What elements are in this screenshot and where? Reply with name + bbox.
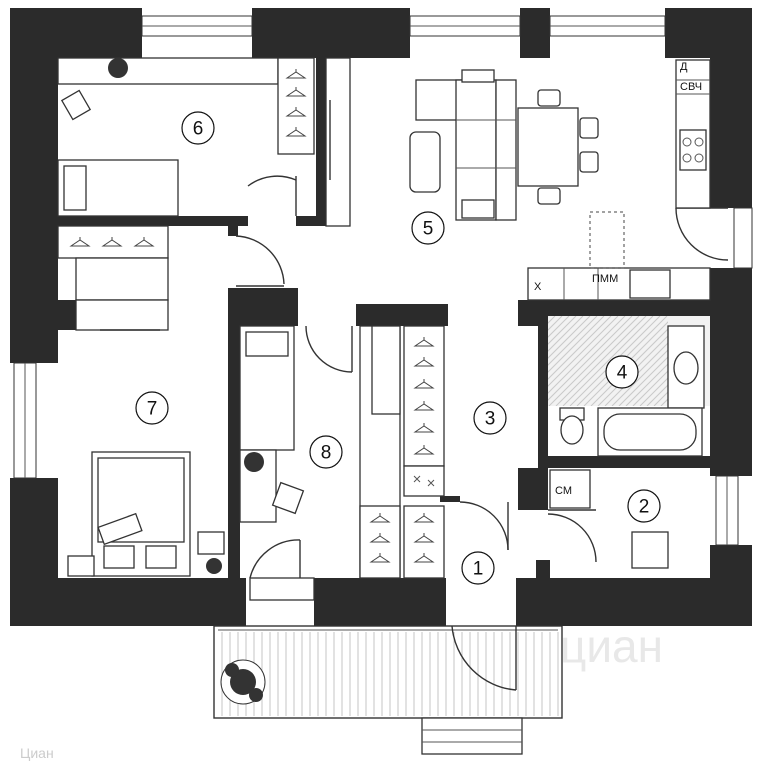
room-8-furniture [239, 325, 445, 579]
svg-text:7: 7 [147, 399, 158, 420]
label-fridge: Х [534, 281, 542, 293]
room-1-number: 1 [461, 551, 495, 585]
room-5-furniture [409, 59, 711, 301]
room-6-furniture [57, 57, 351, 227]
balcony [213, 625, 563, 755]
room-7-furniture [57, 225, 225, 577]
svg-text:4: 4 [617, 363, 628, 384]
room-2-number: 2 [627, 489, 661, 523]
svg-text:6: 6 [193, 119, 204, 140]
watermark-corner: Циан [20, 745, 54, 761]
appliance-labels: Д СВЧ Х ПММ СМ [534, 61, 702, 497]
room-7-number: 7 [135, 391, 169, 425]
windows [13, 15, 753, 546]
svg-text:1: 1 [473, 559, 484, 580]
watermark-text: циан [560, 620, 663, 672]
label-dishwasher: ПММ [592, 273, 618, 285]
room-4-furniture [548, 316, 710, 457]
room-6-number: 6 [181, 111, 215, 145]
svg-text:8: 8 [321, 443, 332, 464]
room-2-furniture [549, 469, 669, 569]
svg-text:2: 2 [639, 497, 650, 518]
room-5-number: 5 [411, 211, 445, 245]
room-4-number: 4 [605, 355, 639, 389]
label-microwave: СВЧ [680, 81, 702, 93]
svg-text:5: 5 [423, 219, 434, 240]
room-3-number: 3 [473, 401, 507, 435]
exterior-walls [10, 8, 752, 626]
room-8-number: 8 [309, 435, 343, 469]
room-numbers: 6 5 7 8 3 4 2 1 [135, 111, 661, 585]
svg-text:3: 3 [485, 409, 496, 430]
label-washing-machine: СМ [555, 485, 572, 497]
label-d: Д [680, 61, 688, 73]
